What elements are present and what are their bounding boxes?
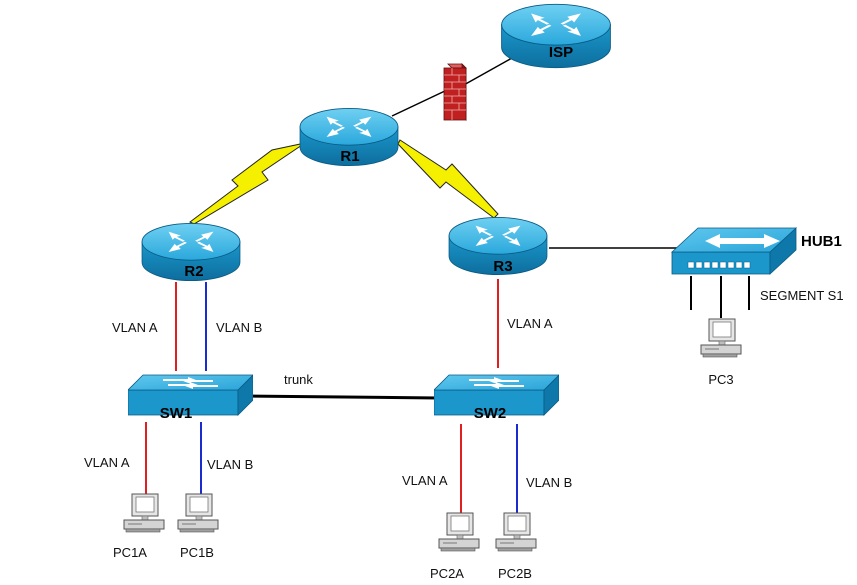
label-segment-s1: SEGMENT S1 (760, 288, 844, 303)
hub-icon (670, 227, 798, 275)
label-sw2-pc2a: VLAN A (402, 473, 448, 488)
device-label-r1: R1 (340, 148, 359, 165)
label-r3-sw2-vlan-a: VLAN A (507, 316, 553, 331)
pc-icon (700, 318, 742, 358)
links (145, 57, 750, 513)
pc-pc2b[interactable]: PC2B (495, 512, 537, 581)
label-r2-sw1-vlan-a: VLAN A (112, 320, 158, 335)
hub-hub1[interactable]: HUB1 (670, 227, 842, 275)
router-r1[interactable]: R1 (299, 107, 399, 167)
router-r2[interactable]: R2 (141, 222, 241, 282)
device-label-sw2: SW2 (474, 405, 507, 422)
pc-icon (123, 493, 165, 533)
pc-pc1b[interactable]: PC1B (177, 493, 219, 560)
pc-label-pc2b: PC2B (498, 566, 532, 581)
serial-link-r1-r2 (189, 142, 306, 225)
pc-icon (177, 493, 219, 533)
switch-sw2[interactable]: SW2 (434, 374, 559, 422)
serial-link-r1-r3 (397, 139, 499, 219)
pc-label-pc2a: PC2A (430, 566, 464, 581)
device-label-hub1: HUB1 (801, 233, 842, 250)
router-r3[interactable]: R3 (448, 216, 548, 276)
pc-pc3[interactable]: PC3 (700, 318, 742, 387)
firewall-icon (443, 63, 467, 121)
pc-pc2a[interactable]: PC2A (430, 512, 480, 581)
pc-icon (438, 512, 480, 552)
link-labels: VLAN A VLAN B VLAN A trunk VLAN A VLAN B… (84, 288, 844, 490)
link-trunk (246, 394, 439, 400)
pc-icon (495, 512, 537, 552)
device-label-r3: R3 (493, 258, 512, 275)
device-label-isp: ISP (549, 44, 573, 61)
router-isp[interactable]: ISP (501, 3, 611, 69)
label-sw1-pc1a: VLAN A (84, 455, 130, 470)
device-label-sw1: SW1 (160, 405, 193, 422)
pc-label-pc3: PC3 (708, 372, 733, 387)
link-r1-firewall (391, 89, 448, 117)
pc-pc1a[interactable]: PC1A (113, 493, 165, 560)
link-firewall-isp (461, 57, 513, 87)
label-r2-sw1-vlan-b: VLAN B (216, 320, 262, 335)
label-trunk: trunk (284, 372, 313, 387)
switch-sw1[interactable]: SW1 (128, 374, 253, 422)
device-label-r2: R2 (184, 263, 203, 280)
label-sw1-pc1b: VLAN B (207, 457, 253, 472)
pc-label-pc1a: PC1A (113, 545, 147, 560)
pc-label-pc1b: PC1B (180, 545, 214, 560)
label-sw2-pc2b: VLAN B (526, 475, 572, 490)
